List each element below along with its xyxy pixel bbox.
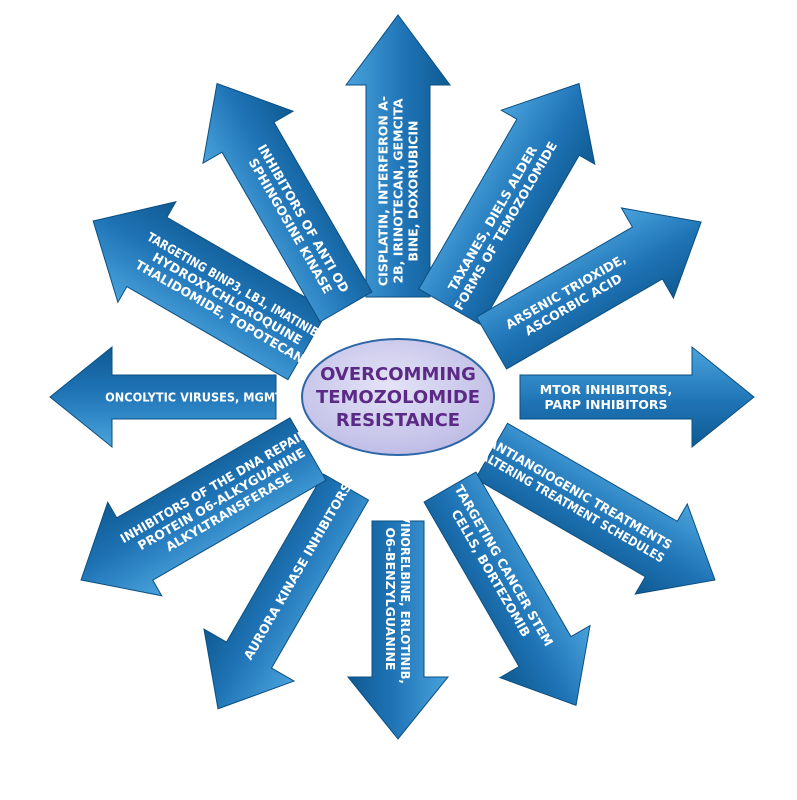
arrow-right-shape (519, 345, 755, 449)
arrow-up-shape (345, 14, 451, 298)
center-title-line-1: OVERCOMMING (320, 364, 476, 385)
arrow-down-shape (346, 520, 450, 740)
arrow-right-label-line: MTOR INHIBITORS, (540, 382, 673, 397)
arrow-down-text: VINORELBINE, ERLOTINIB,O6-BENZYLGUANINE (383, 514, 413, 684)
arrow-right-down-shape (474, 422, 716, 595)
arrow-down: VINORELBINE, ERLOTINIB,O6-BENZYLGUANINE (346, 514, 450, 740)
arrow-left-down-shape (80, 417, 327, 597)
arrow-up-right-shape (418, 82, 596, 326)
arrow-left: ONCOLYTIC VIRUSES, MGMT (49, 345, 283, 449)
arrow-up-label-line: BINE, DOXORUBICIN (406, 121, 421, 262)
arrow-up-text: CISPLATIN, INTERFERON A-2B, IRINOTECAN, … (376, 96, 421, 286)
arrow-down-left-shape (203, 473, 370, 710)
arrow-right-up-shape (475, 207, 702, 370)
arrow-down-right-shape (423, 471, 591, 706)
arrow-down-label-line: VINORELBINE, ERLOTINIB, (398, 514, 413, 684)
arrow-left-shape (49, 345, 277, 449)
arrow-up: CISPLATIN, INTERFERON A-2B, IRINOTECAN, … (345, 14, 451, 298)
arrow-up-label-line: CISPLATIN, INTERFERON A- (376, 96, 391, 286)
center-title-line-3: RESISTANCE (336, 410, 460, 431)
arrow-right: MTOR INHIBITORS,PARP INHIBITORS (519, 345, 755, 449)
arrow-left-text: ONCOLYTIC VIRUSES, MGMT (105, 390, 283, 405)
center-title-line-2: TEMOZOLOMIDE (316, 387, 480, 408)
arrow-down-label-line: O6-BENZYLGUANINE (383, 528, 398, 671)
arrow-right-up: ARSENIC TRIOXIDE,ASCORBIC ACID (475, 207, 702, 370)
center-ellipse (301, 338, 495, 456)
center-node: OVERCOMMING TEMOZOLOMIDE RESISTANCE (301, 338, 495, 456)
arrow-right-label-line: PARP INHIBITORS (544, 397, 667, 412)
arrow-right-text: MTOR INHIBITORS,PARP INHIBITORS (540, 382, 673, 412)
arrow-left-up-shape (92, 201, 329, 381)
arrow-up-left-shape (202, 82, 373, 323)
arrow-left-label-line: ONCOLYTIC VIRUSES, MGMT (105, 390, 283, 405)
arrow-up-label-line: 2B, IRINOTECAN, GEMCITA (391, 98, 406, 283)
